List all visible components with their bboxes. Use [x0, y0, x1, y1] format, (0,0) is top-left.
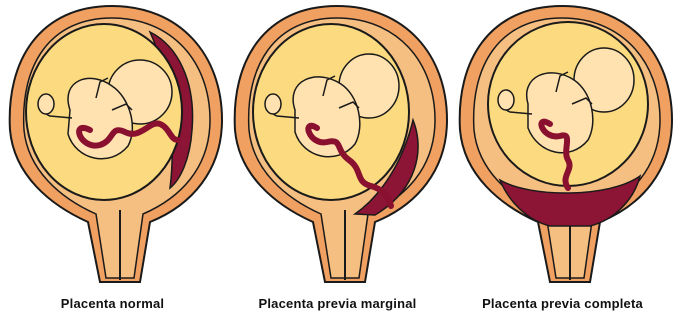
panel-marginal: Placenta previa marginal [225, 0, 450, 321]
uterus-diagram-complete [450, 0, 675, 295]
caption-marginal: Placenta previa marginal [225, 296, 450, 311]
uterus-diagram-marginal [225, 0, 450, 295]
caption-complete: Placenta previa completa [450, 296, 675, 311]
panel-complete: Placenta previa completa [450, 0, 675, 321]
uterus-diagram-normal [0, 0, 225, 295]
caption-normal: Placenta normal [0, 296, 225, 311]
panel-normal: Placenta normal [0, 0, 225, 321]
